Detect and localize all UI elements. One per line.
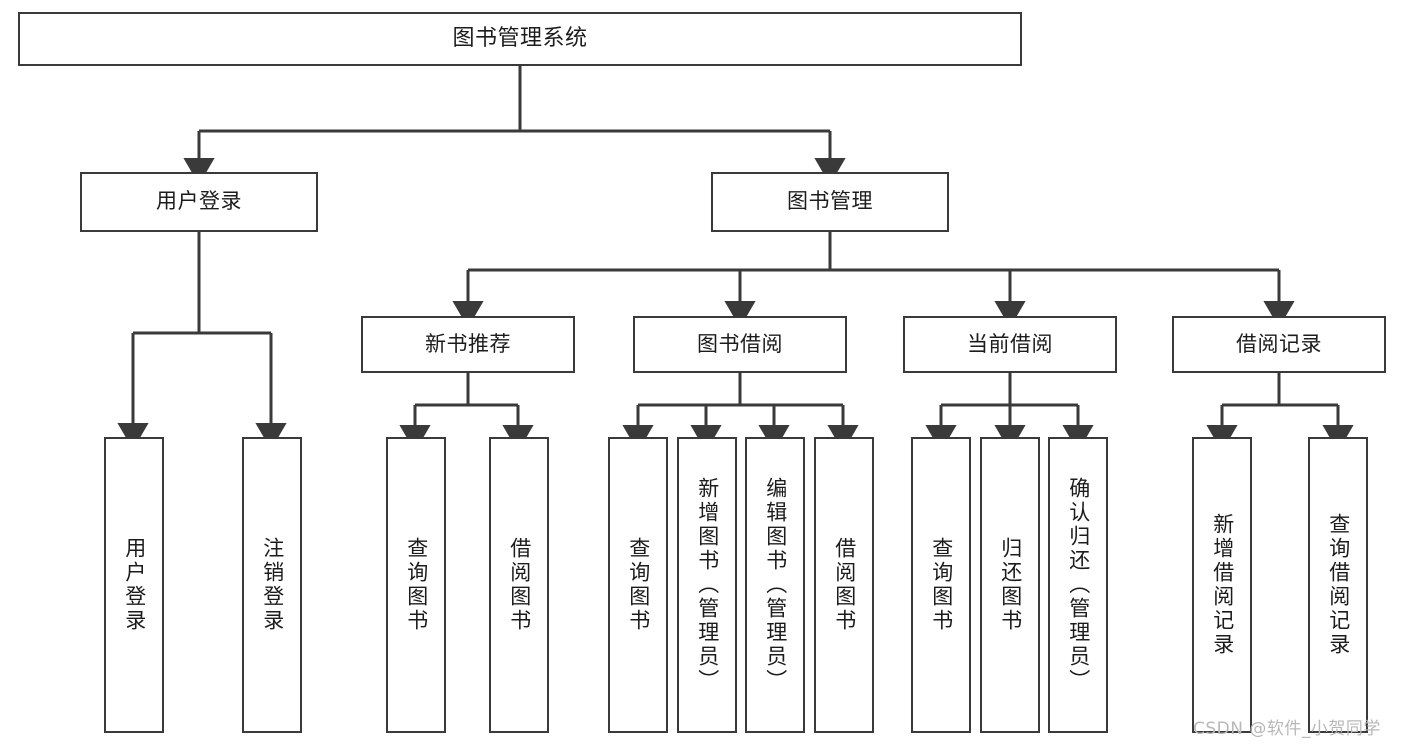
node-label: 借阅记录 — [1236, 331, 1322, 356]
node-label: 借阅图书 — [832, 537, 857, 633]
node-label: 确认归还（管理员） — [1066, 477, 1091, 693]
leaf-user-login[interactable]: 用户登录 — [104, 437, 164, 733]
node-book-management[interactable]: 图书管理 — [711, 172, 949, 232]
node-label: 图书管理 — [787, 189, 873, 214]
leaf-edit-book-admin[interactable]: 编辑图书（管理员） — [745, 437, 805, 733]
node-current-borrow[interactable]: 当前借阅 — [903, 316, 1117, 373]
leaf-query-borrow-record[interactable]: 查询借阅记录 — [1308, 437, 1368, 733]
node-borrow-records[interactable]: 借阅记录 — [1172, 316, 1386, 373]
node-label: 用户登录 — [156, 189, 242, 214]
leaf-query-books-borrow[interactable]: 查询图书 — [608, 437, 668, 733]
node-label: 查询图书 — [626, 537, 651, 633]
leaf-add-borrow-record[interactable]: 新增借阅记录 — [1192, 437, 1252, 733]
node-label: 新书推荐 — [425, 331, 511, 356]
leaf-query-books-recommend[interactable]: 查询图书 — [386, 437, 446, 733]
node-label: 借阅图书 — [507, 537, 532, 633]
leaf-logout[interactable]: 注销登录 — [242, 437, 302, 733]
node-label: 查询图书 — [929, 537, 954, 633]
leaf-confirm-return-admin[interactable]: 确认归还（管理员） — [1048, 437, 1108, 733]
node-label: 新增借阅记录 — [1210, 513, 1235, 657]
node-user-login[interactable]: 用户登录 — [80, 172, 318, 232]
node-label: 图书管理系统 — [452, 25, 588, 51]
leaf-borrow-books-recommend[interactable]: 借阅图书 — [489, 437, 549, 733]
node-book-management-system[interactable]: 图书管理系统 — [18, 12, 1022, 66]
node-label: 编辑图书（管理员） — [763, 477, 788, 693]
node-label: 当前借阅 — [967, 331, 1053, 356]
node-label: 图书借阅 — [697, 331, 783, 356]
leaf-query-books-current[interactable]: 查询图书 — [911, 437, 971, 733]
node-label: 查询图书 — [404, 537, 429, 633]
node-label: 用户登录 — [122, 537, 147, 633]
node-book-borrow[interactable]: 图书借阅 — [633, 316, 847, 373]
node-label: 归还图书 — [998, 537, 1023, 633]
leaf-borrow-books[interactable]: 借阅图书 — [814, 437, 874, 733]
node-label: 查询借阅记录 — [1326, 513, 1351, 657]
node-new-book-recommendation[interactable]: 新书推荐 — [361, 316, 575, 373]
node-label: 注销登录 — [260, 537, 285, 633]
leaf-add-book-admin[interactable]: 新增图书（管理员） — [677, 437, 737, 733]
node-label: 新增图书（管理员） — [695, 477, 720, 693]
leaf-return-books[interactable]: 归还图书 — [980, 437, 1040, 733]
